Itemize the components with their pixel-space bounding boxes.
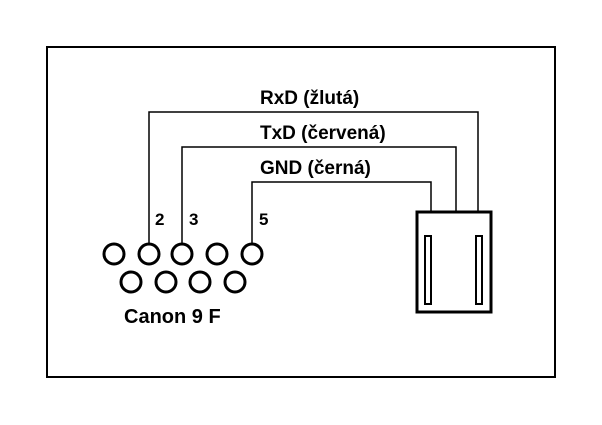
pin-label-5: 5 — [259, 210, 268, 229]
jack-slot-right — [475, 235, 483, 305]
connector-pin-9 — [223, 270, 247, 294]
connector-pin-2 — [137, 242, 161, 266]
pin-label-2: 2 — [155, 210, 164, 229]
connector-label: Canon 9 F — [124, 306, 221, 328]
wire-label-rxd: RxD (žlutá) — [260, 88, 359, 109]
connector-pin-4 — [205, 242, 229, 266]
wire-label-gnd: GND (černá) — [260, 158, 371, 179]
connector-pin-8 — [188, 270, 212, 294]
connector-pin-1 — [102, 242, 126, 266]
wire-label-txd: TxD (červená) — [260, 123, 386, 144]
jack-slot-left — [424, 235, 432, 305]
connector-pin-7 — [154, 270, 178, 294]
wire-txd — [181, 146, 457, 244]
canon-connector-pins — [102, 242, 264, 294]
wire-rxd — [148, 111, 479, 244]
pin-label-3: 3 — [189, 210, 198, 229]
connector-pin-3 — [170, 242, 194, 266]
jack-connector — [415, 210, 493, 314]
connector-pin-5 — [240, 242, 264, 266]
connector-pin-6 — [119, 270, 143, 294]
wire-gnd — [251, 181, 432, 244]
diagram-frame — [46, 46, 556, 378]
